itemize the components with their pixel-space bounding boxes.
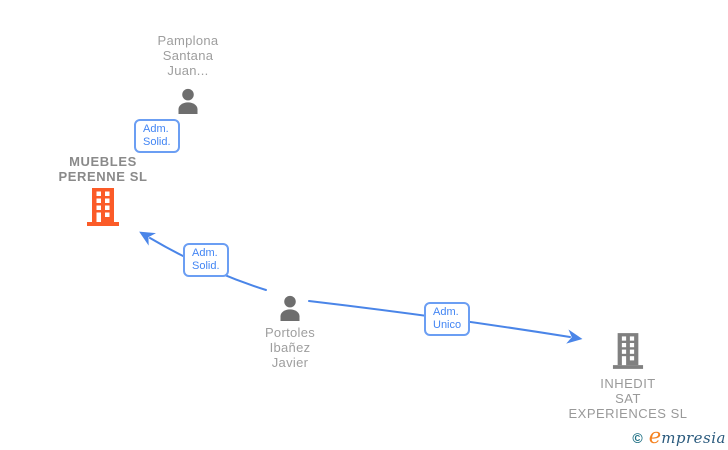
building-icon: [87, 188, 119, 226]
logo-initial: e: [648, 424, 662, 448]
node-person-pamplona[interactable]: Pamplona Santana Juan...: [118, 33, 258, 115]
logo-rest: mpresia: [661, 429, 726, 447]
company-name-line: PERENNE SL: [58, 169, 148, 184]
person-name-line: Javier: [271, 355, 309, 370]
company-name: MUEBLES PERENNE SL: [28, 154, 178, 184]
company-name: INHEDIT SAT EXPERIENCES SL: [543, 376, 713, 421]
person-name: Portoles Ibañez Javier: [215, 325, 365, 370]
edge-label-line: Adm.: [143, 123, 169, 135]
person-icon: [280, 295, 300, 321]
edge-label-adm-solid-top: Adm. Solid.: [134, 119, 180, 153]
edge-label-line: Adm.: [192, 247, 218, 259]
building-icon: [612, 333, 644, 369]
company-name-line: MUEBLES: [69, 154, 137, 169]
edge-label-line: Adm.: [433, 306, 459, 318]
person-name-line: Juan...: [167, 63, 209, 78]
person-name-line: Ibañez: [269, 340, 311, 355]
edge-label-line: Unico: [433, 319, 462, 331]
empresia-logo[interactable]: © empresia: [632, 424, 726, 448]
person-name-line: Pamplona: [157, 33, 219, 48]
node-company-inhedit-sat[interactable]: INHEDIT SAT EXPERIENCES SL: [543, 333, 713, 421]
person-name-line: Portoles: [264, 325, 316, 340]
node-person-portoles[interactable]: Portoles Ibañez Javier: [215, 295, 365, 370]
company-name-line: SAT: [615, 391, 641, 406]
person-name: Pamplona Santana Juan...: [118, 33, 258, 78]
logo-wordmark: empresia: [649, 424, 726, 448]
edge-label-adm-solid-left: Adm. Solid.: [183, 243, 229, 277]
edge-label-adm-unico: Adm. Unico: [424, 302, 471, 336]
person-name-line: Santana: [162, 48, 214, 63]
company-name-line: INHEDIT: [600, 376, 656, 391]
person-icon: [178, 88, 198, 114]
edge-label-line: Solid.: [192, 260, 220, 272]
company-name-line: EXPERIENCES SL: [568, 406, 688, 421]
node-company-muebles-perenne[interactable]: MUEBLES PERENNE SL: [28, 154, 178, 226]
edge-label-line: Solid.: [143, 136, 171, 148]
copyright-icon: ©: [632, 430, 643, 446]
